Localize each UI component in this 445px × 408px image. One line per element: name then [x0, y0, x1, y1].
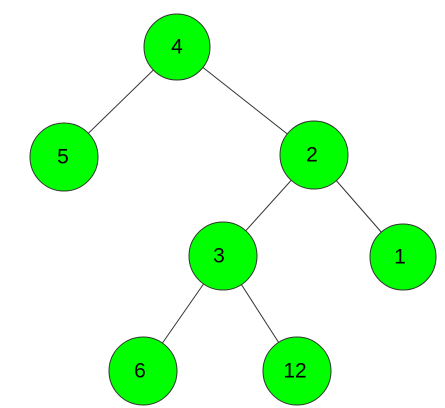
tree-node: 2	[279, 120, 349, 190]
node-5-circle	[29, 122, 99, 192]
node-2-label: 2	[306, 144, 318, 167]
tree-node: 1	[369, 223, 437, 291]
tree-node: 4	[143, 13, 211, 81]
node-3-circle	[188, 221, 258, 291]
tree-node: 6	[108, 336, 178, 406]
node-2-circle	[279, 120, 349, 190]
node-3-label: 3	[213, 245, 225, 268]
node-5-label: 5	[57, 146, 69, 169]
edges-layer	[63, 46, 404, 372]
tree-node: 12	[262, 336, 332, 406]
node-1-circle	[369, 223, 437, 291]
tree-node: 3	[188, 221, 258, 291]
node-12-label: 12	[283, 360, 306, 383]
tree-node: 5	[29, 122, 99, 192]
node-1-label: 1	[394, 246, 406, 269]
node-4-label: 4	[171, 36, 183, 59]
node-6-circle	[108, 336, 178, 406]
nodes-layer: 4 5 2 3 1 6 12	[29, 13, 437, 406]
node-6-label: 6	[134, 360, 146, 383]
node-12-circle	[262, 336, 332, 406]
node-4-circle	[143, 13, 211, 81]
